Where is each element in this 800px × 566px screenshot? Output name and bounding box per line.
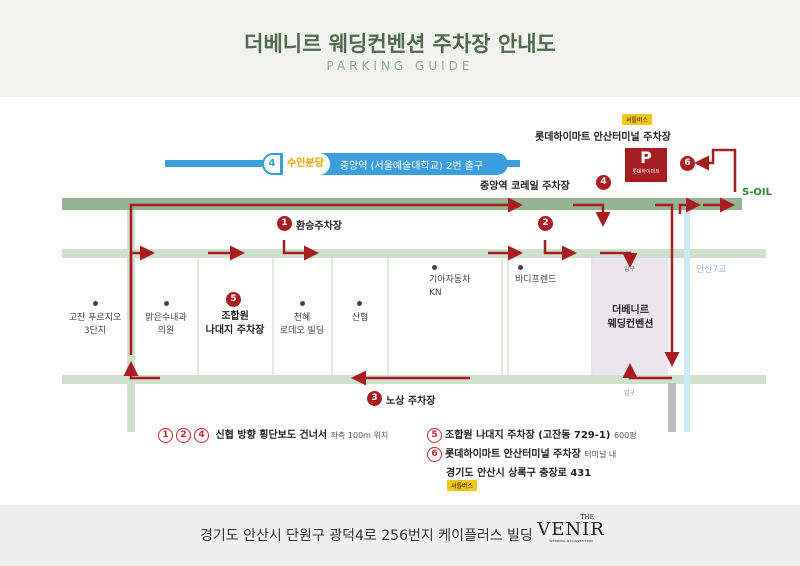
location-dot [164, 301, 169, 306]
block-divider [507, 258, 509, 375]
pin-1-label: 환승주차장 [296, 221, 342, 232]
line-number: 4 [262, 153, 282, 175]
venue-block [593, 258, 668, 375]
parking-brand: 롯데하이마트 [632, 169, 660, 175]
building-shinhyup: 신협 [351, 313, 369, 323]
parking-p-icon: P [640, 148, 652, 167]
building-bodyfriend: 바디프렌드 [515, 275, 557, 285]
block-divider [197, 258, 199, 375]
route [543, 240, 577, 261]
middle-road [62, 249, 766, 258]
entrance-bottom: 입구 [624, 390, 636, 397]
pin-5[interactable]: 5 [226, 292, 241, 307]
block-divider [591, 258, 593, 375]
shuttle-badge: 셔틀버스 [622, 114, 653, 125]
route [123, 361, 160, 380]
block-divider [387, 258, 389, 375]
location-dot [93, 301, 98, 306]
pin-2[interactable]: 2 [538, 216, 553, 231]
block-divider [501, 258, 503, 375]
bridge-label: 안산7교 [696, 265, 727, 275]
route [678, 197, 701, 214]
route [694, 148, 737, 192]
venir-logo: THE VENIR WEDDING & CONVENTION [537, 514, 605, 543]
stream [684, 210, 690, 432]
route [600, 251, 638, 268]
bottom-road [62, 375, 766, 384]
s-oil-label: S-OIL [742, 187, 772, 198]
pin-3[interactable]: 3 [367, 391, 382, 406]
block-divider [331, 258, 333, 375]
pin-1[interactable]: 1 [277, 216, 292, 231]
line-name: 수인분당 [282, 153, 330, 175]
pin-3-label: 노상 주차장 [386, 396, 436, 407]
footer [0, 505, 800, 566]
location-dot [300, 301, 305, 306]
route [622, 363, 672, 380]
location-dot [357, 301, 362, 306]
pin-6[interactable]: 6 [680, 156, 695, 171]
parking-sign: P 롯데하이마트 [625, 148, 667, 182]
route [282, 240, 319, 261]
header [0, 0, 800, 97]
route [655, 203, 680, 367]
location-dot [432, 265, 437, 270]
block-divider [272, 258, 274, 375]
page-subtitle: PARKING GUIDE [326, 59, 474, 73]
subway-station-badge: 4 수인분당 중앙역 (서울예술대학교) 2번 출구 [262, 153, 508, 175]
legend-row-6-address: 경기도 안산시 상록구 충장로 431 [446, 468, 592, 479]
side-road [668, 383, 676, 432]
pin-4-label: 중앙역 코레일 주차장 [480, 181, 570, 192]
pin-6-label: 롯데하이마트 안산터미널 주차장 [535, 132, 671, 143]
station-name: 중앙역 (서울예술대학교) 2번 출구 [339, 160, 484, 172]
pin-4[interactable]: 4 [596, 175, 611, 190]
venue-address: 경기도 안산시 단원구 광덕4로 256번지 케이플러스 빌딩 [200, 528, 533, 544]
entrance-top: 입구 [624, 266, 636, 273]
route [129, 245, 155, 320]
page-title: 더베니르 웨딩컨벤션 주차장 안내도 [244, 32, 556, 56]
location-dot [518, 265, 523, 270]
route [573, 203, 611, 227]
legend-shuttle-badge: 셔틀버스 [447, 480, 478, 491]
